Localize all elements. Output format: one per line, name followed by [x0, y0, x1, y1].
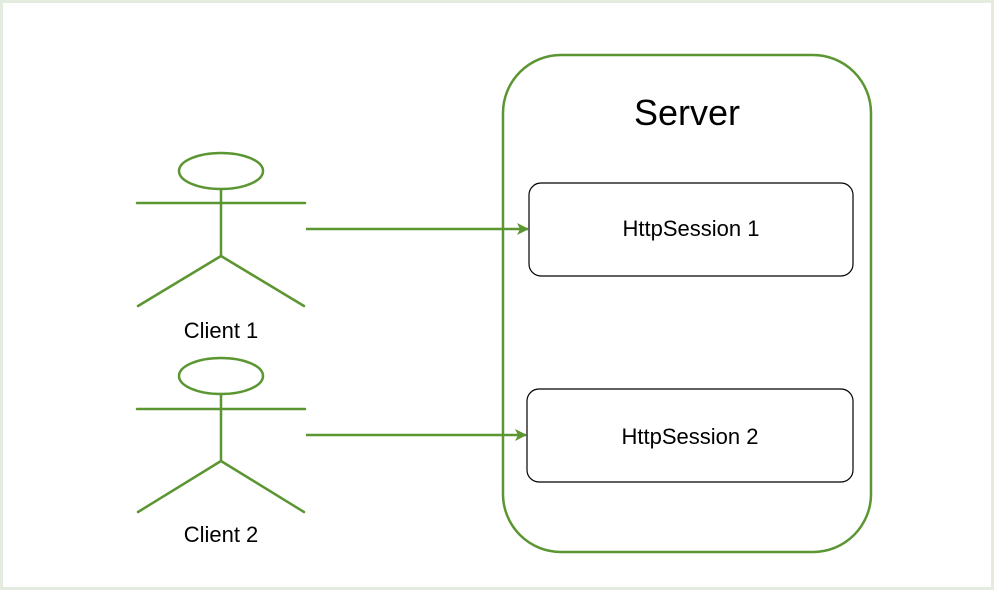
- http-session-2-box: [526, 388, 854, 483]
- http-session-2-label: HttpSession 2: [621, 424, 759, 449]
- server-title: Server: [633, 92, 741, 133]
- http-session-1-label: HttpSession 1: [622, 216, 760, 241]
- http-session-1-box: [528, 182, 854, 277]
- diagram-graphics: [135, 53, 873, 554]
- client-2-actor-icon: [135, 356, 307, 514]
- client-1-actor-icon: [135, 151, 307, 308]
- client-2-label: Client 2: [183, 522, 259, 547]
- client-1-label: Client 1: [183, 318, 259, 343]
